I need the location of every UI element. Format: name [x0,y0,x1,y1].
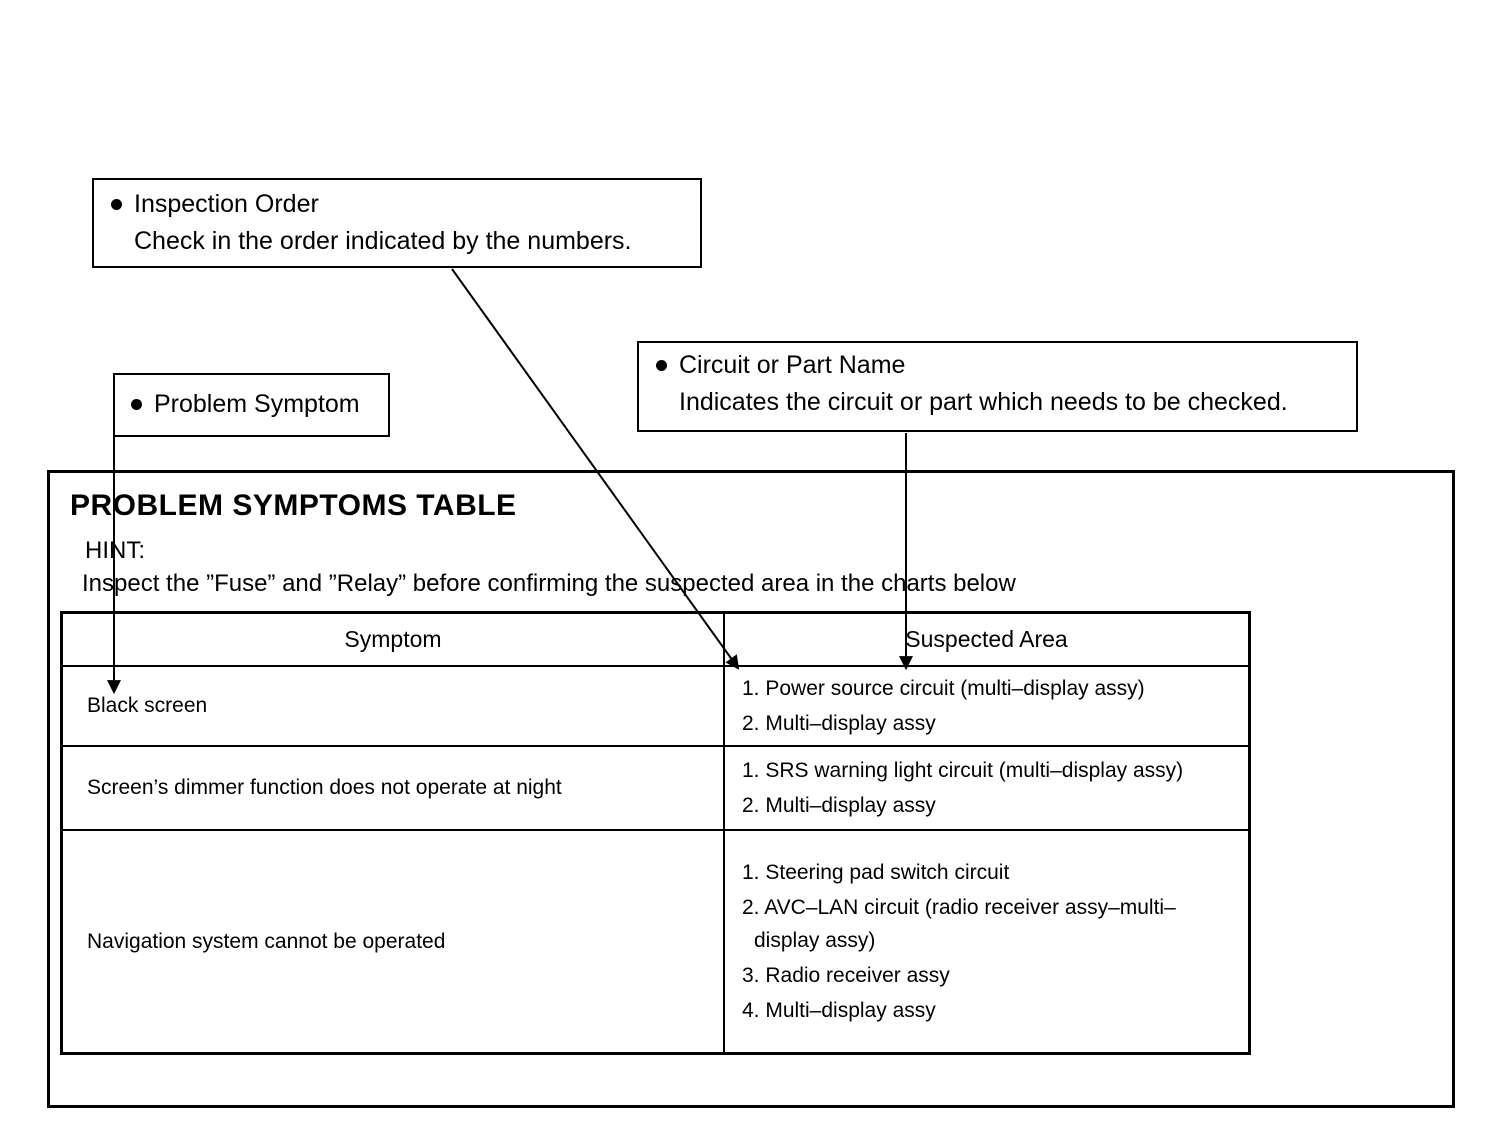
symptom-text: Black screen [87,694,208,717]
suspected-area-cell-dimmer: 1. SRS warning light circuit (multi–disp… [723,747,1248,831]
suspected-area-item: 3. Radio receiver assy [742,964,950,987]
problem-symptom-title: Problem Symptom [154,390,360,418]
column-header-symptom: Symptom [63,614,723,667]
callout-problem-symptom: Problem Symptom [113,373,390,437]
suspected-area-item: 1. SRS warning light circuit (multi–disp… [742,759,1184,782]
column-header-suspected-area: Suspected Area [723,614,1248,667]
inspection-order-description: Check in the order indicated by the numb… [134,227,632,255]
bullet-icon [656,360,667,371]
hint-text: Inspect the ”Fuse” and ”Relay” before co… [82,570,1016,597]
suspected-area-item: 2. Multi–display assy [742,794,936,817]
bullet-icon [131,399,142,410]
suspected-area-cell-navigation: 1. Steering pad switch circuit 2. AVC–LA… [723,831,1248,1052]
problem-symptoms-section: PROBLEM SYMPTOMS TABLE HINT: Inspect the… [47,470,1455,1108]
problem-symptoms-table: Symptom Suspected Area Black screen 1. P… [60,611,1251,1055]
suspected-area-item: 1. Power source circuit (multi–display a… [742,677,1145,700]
suspected-area-item: 2. AVC–LAN circuit (radio receiver assy–… [742,896,1176,952]
symptom-text: Navigation system cannot be operated [87,929,446,953]
symptom-cell-navigation: Navigation system cannot be operated [63,831,723,1052]
suspected-area-item: 4. Multi–display assy [742,999,936,1022]
callout-inspection-order: Inspection Order Check in the order indi… [92,178,702,268]
section-title: PROBLEM SYMPTOMS TABLE [70,489,517,522]
circuit-or-part-name-description: Indicates the circuit or part which need… [679,388,1288,416]
suspected-area-item: 2. Multi–display assy [742,712,936,735]
inspection-order-title: Inspection Order [134,190,319,218]
symptom-text: Screen’s dimmer function does not operat… [87,776,562,799]
symptom-cell-dimmer: Screen’s dimmer function does not operat… [63,747,723,831]
bullet-icon [111,199,122,210]
suspected-area-cell-black-screen: 1. Power source circuit (multi–display a… [723,667,1248,747]
symptom-cell-black-screen: Black screen [63,667,723,747]
suspected-area-item: 1. Steering pad switch circuit [742,861,1010,884]
hint-label: HINT: [85,537,145,564]
callout-circuit-or-part-name: Circuit or Part Name Indicates the circu… [637,341,1358,432]
circuit-or-part-name-title: Circuit or Part Name [679,351,906,379]
